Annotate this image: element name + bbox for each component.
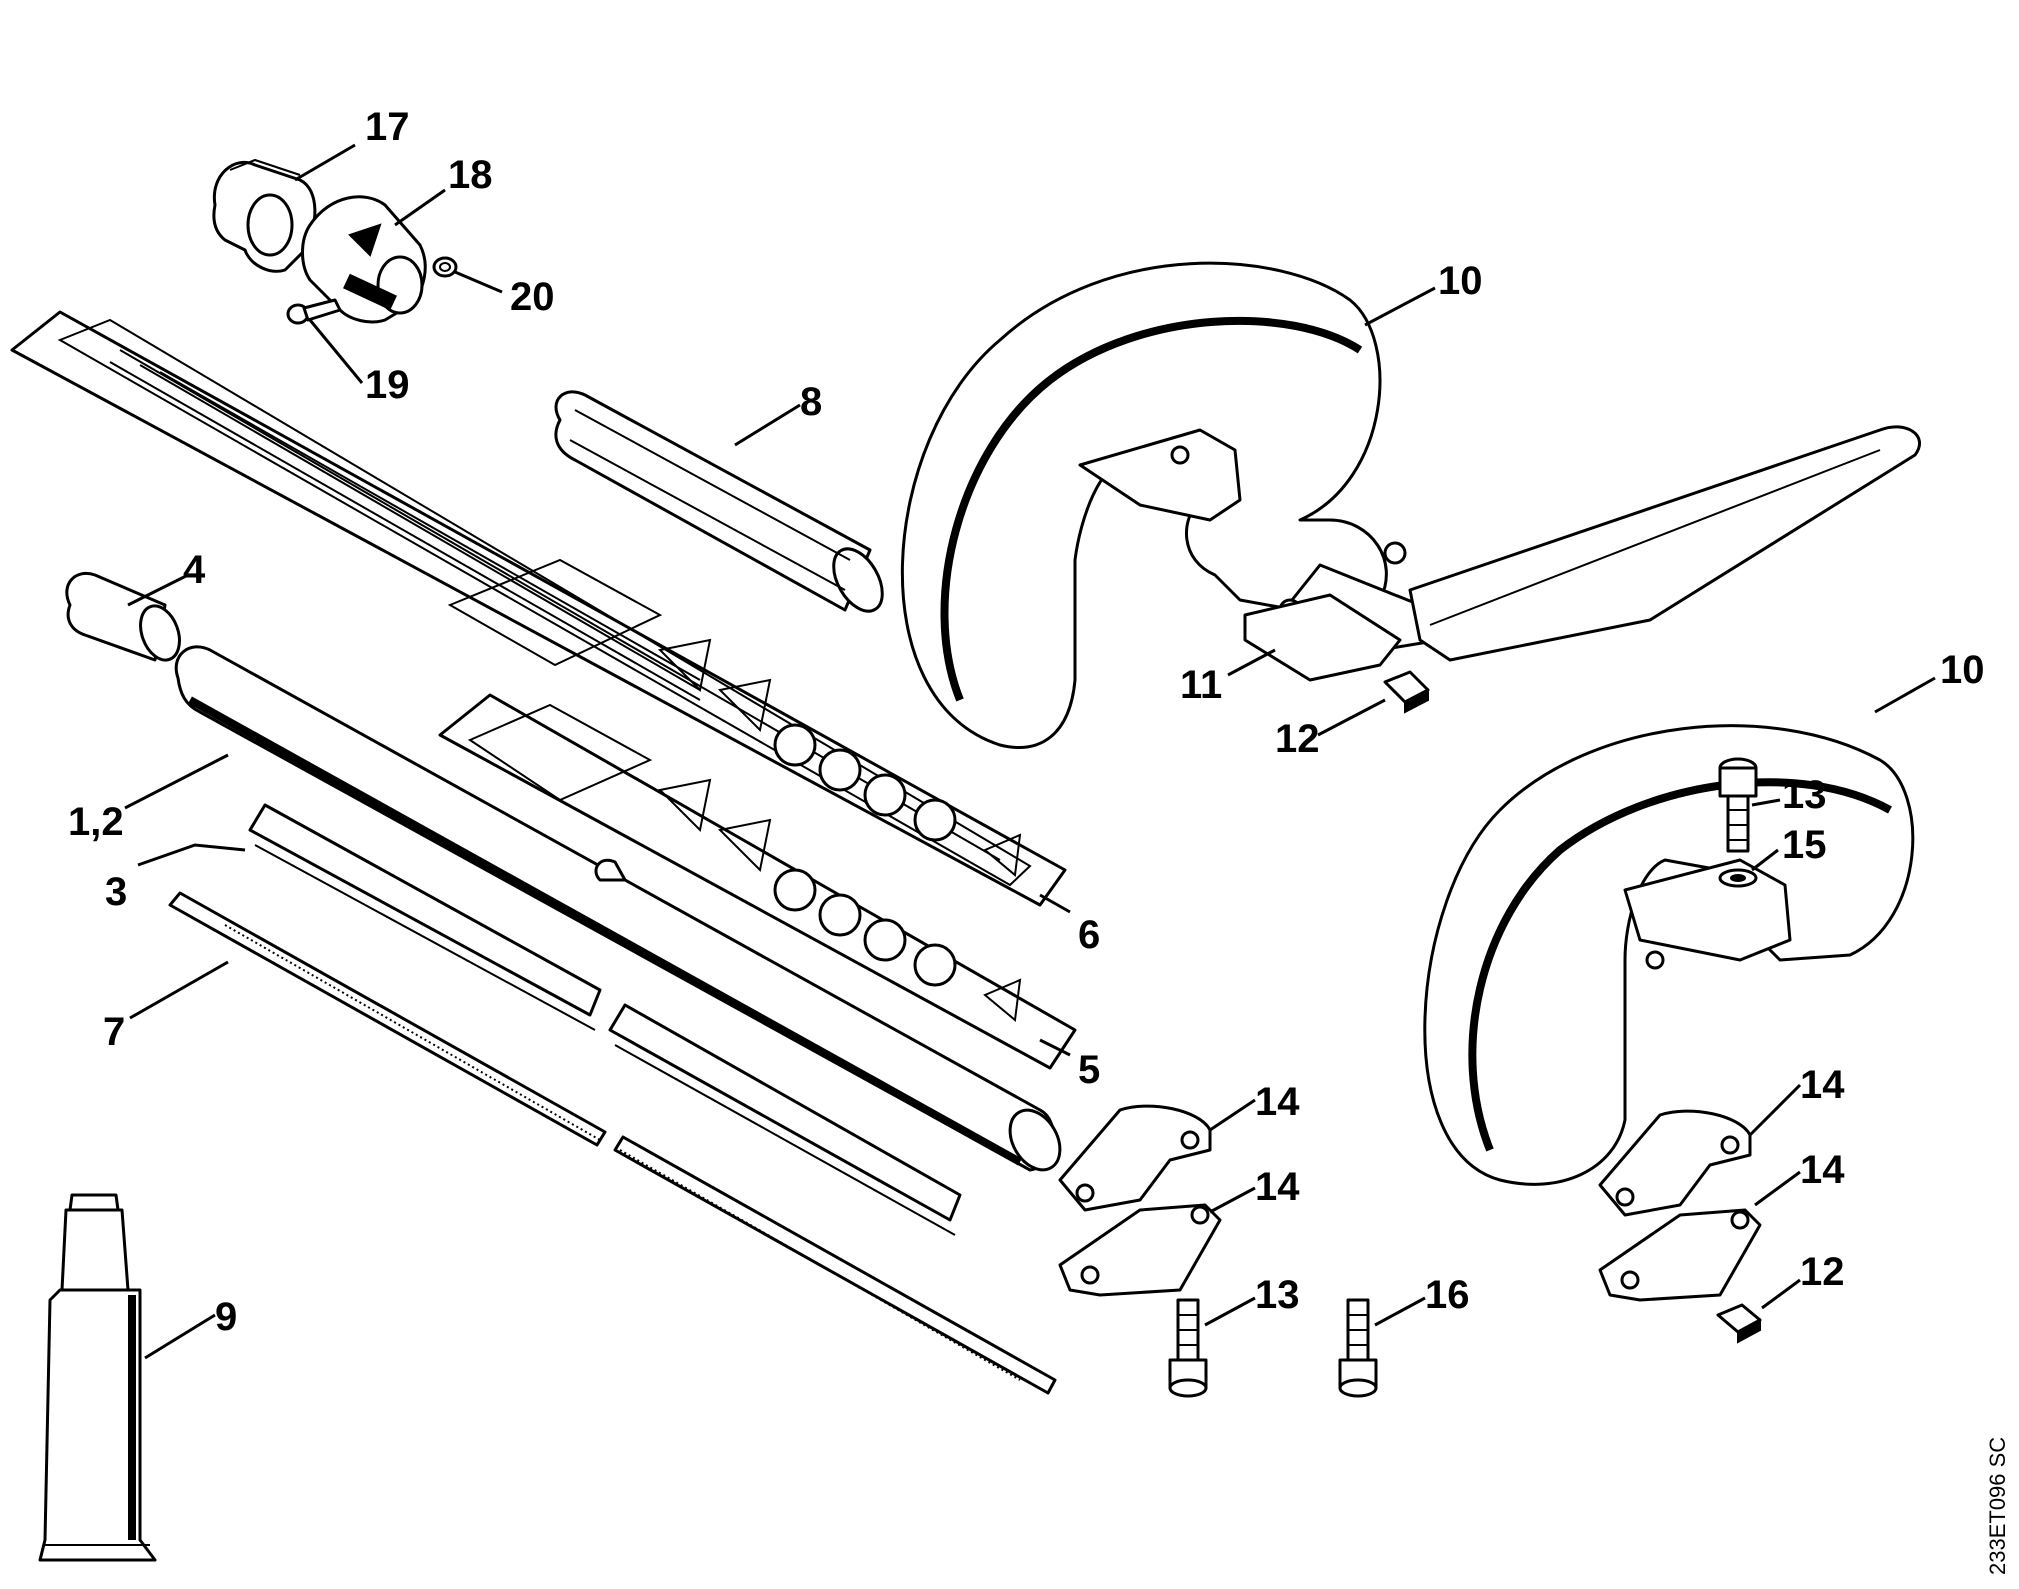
callout-6: 6 (1078, 913, 1100, 957)
drawing-code: 233ET096 SC (1985, 1437, 2010, 1575)
callout-14-a: 14 (1255, 1080, 1300, 1124)
callout-1-2: 1,2 (68, 800, 124, 844)
callout-20: 20 (510, 275, 555, 319)
part-grease-tube-9 (38, 1193, 157, 1562)
callout-15: 15 (1782, 823, 1827, 867)
callout-11: 11 (1180, 663, 1222, 707)
part-drive-shaft-7 (168, 891, 1057, 1395)
part-clamp-half-14-b (1058, 1203, 1222, 1297)
part-loop-handle-10-top (901, 261, 1922, 749)
callout-7: 7 (103, 1010, 125, 1054)
callout-14-d: 14 (1800, 1148, 1845, 1192)
part-clamp-half-14-a (1058, 1104, 1212, 1212)
callout-3: 3 (105, 870, 127, 914)
part-drive-tube-1-2 (174, 645, 1062, 1172)
callout-14-b: 14 (1255, 1165, 1300, 1209)
callout-18: 18 (448, 153, 493, 197)
callout-10-bottom: 10 (1940, 648, 1985, 692)
callout-12-bottom: 12 (1800, 1250, 1845, 1294)
part-handle-housing-18 (301, 195, 427, 324)
part-nut-12-top (1383, 670, 1430, 714)
part-screw-13-bottom (1168, 1298, 1208, 1398)
part-clamp-half-14-c (1598, 1109, 1752, 1217)
callout-4: 4 (183, 548, 206, 592)
callout-16: 16 (1425, 1273, 1470, 1317)
part-nut-12-bottom (1716, 1303, 1762, 1344)
callout-17: 17 (365, 105, 410, 149)
part-liner-3 (248, 803, 962, 1236)
callout-labels: 17 18 20 19 8 10 4 11 12 10 1,2 13 15 3 … (68, 105, 1985, 1339)
callout-10-top: 10 (1438, 259, 1483, 303)
part-bushing-4 (65, 572, 181, 662)
part-screw-16 (1338, 1298, 1378, 1398)
callout-14-c: 14 (1800, 1063, 1845, 1107)
leader-lines (124, 143, 1936, 1360)
callout-13-top: 13 (1782, 773, 1827, 817)
part-sleeve-8 (554, 390, 884, 613)
callout-5: 5 (1078, 1048, 1100, 1092)
part-screw-13-top (1718, 757, 1758, 853)
part-nut-20 (432, 256, 458, 278)
callout-12-top: 12 (1275, 717, 1320, 761)
part-washer-15 (1718, 868, 1758, 888)
part-clamp-half-14-d (1598, 1208, 1762, 1302)
part-bracket-11 (1243, 593, 1402, 682)
callout-19: 19 (365, 363, 410, 407)
callout-13-bottom: 13 (1255, 1273, 1300, 1317)
part-decal-5 (438, 693, 1077, 1070)
callout-8: 8 (800, 380, 822, 424)
part-screw-19 (286, 298, 342, 325)
part-decal-6 (10, 310, 1067, 907)
callout-9: 9 (215, 1295, 237, 1339)
